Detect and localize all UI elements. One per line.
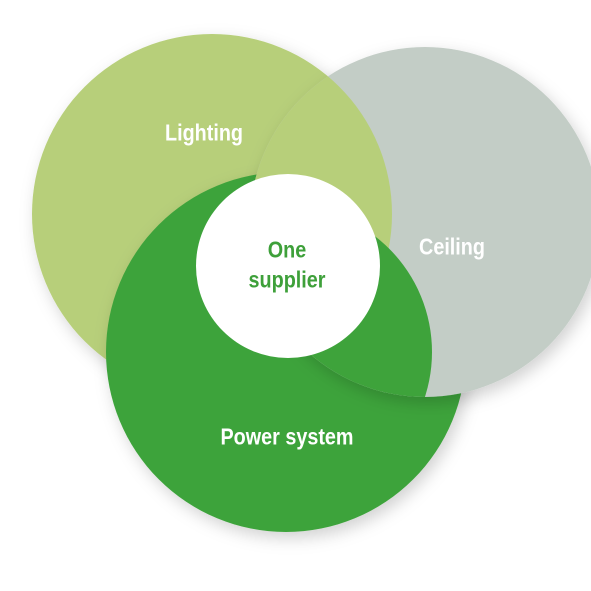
center-label-line-2: supplier: [248, 267, 326, 293]
center-circle: [196, 174, 380, 358]
power-system-label: Power system: [220, 423, 354, 450]
ceiling-label: Ceiling: [419, 233, 485, 260]
center-label-line-1: One: [267, 236, 307, 263]
lighting-label: Lighting: [165, 119, 243, 146]
center-label: One supplier: [249, 235, 326, 296]
